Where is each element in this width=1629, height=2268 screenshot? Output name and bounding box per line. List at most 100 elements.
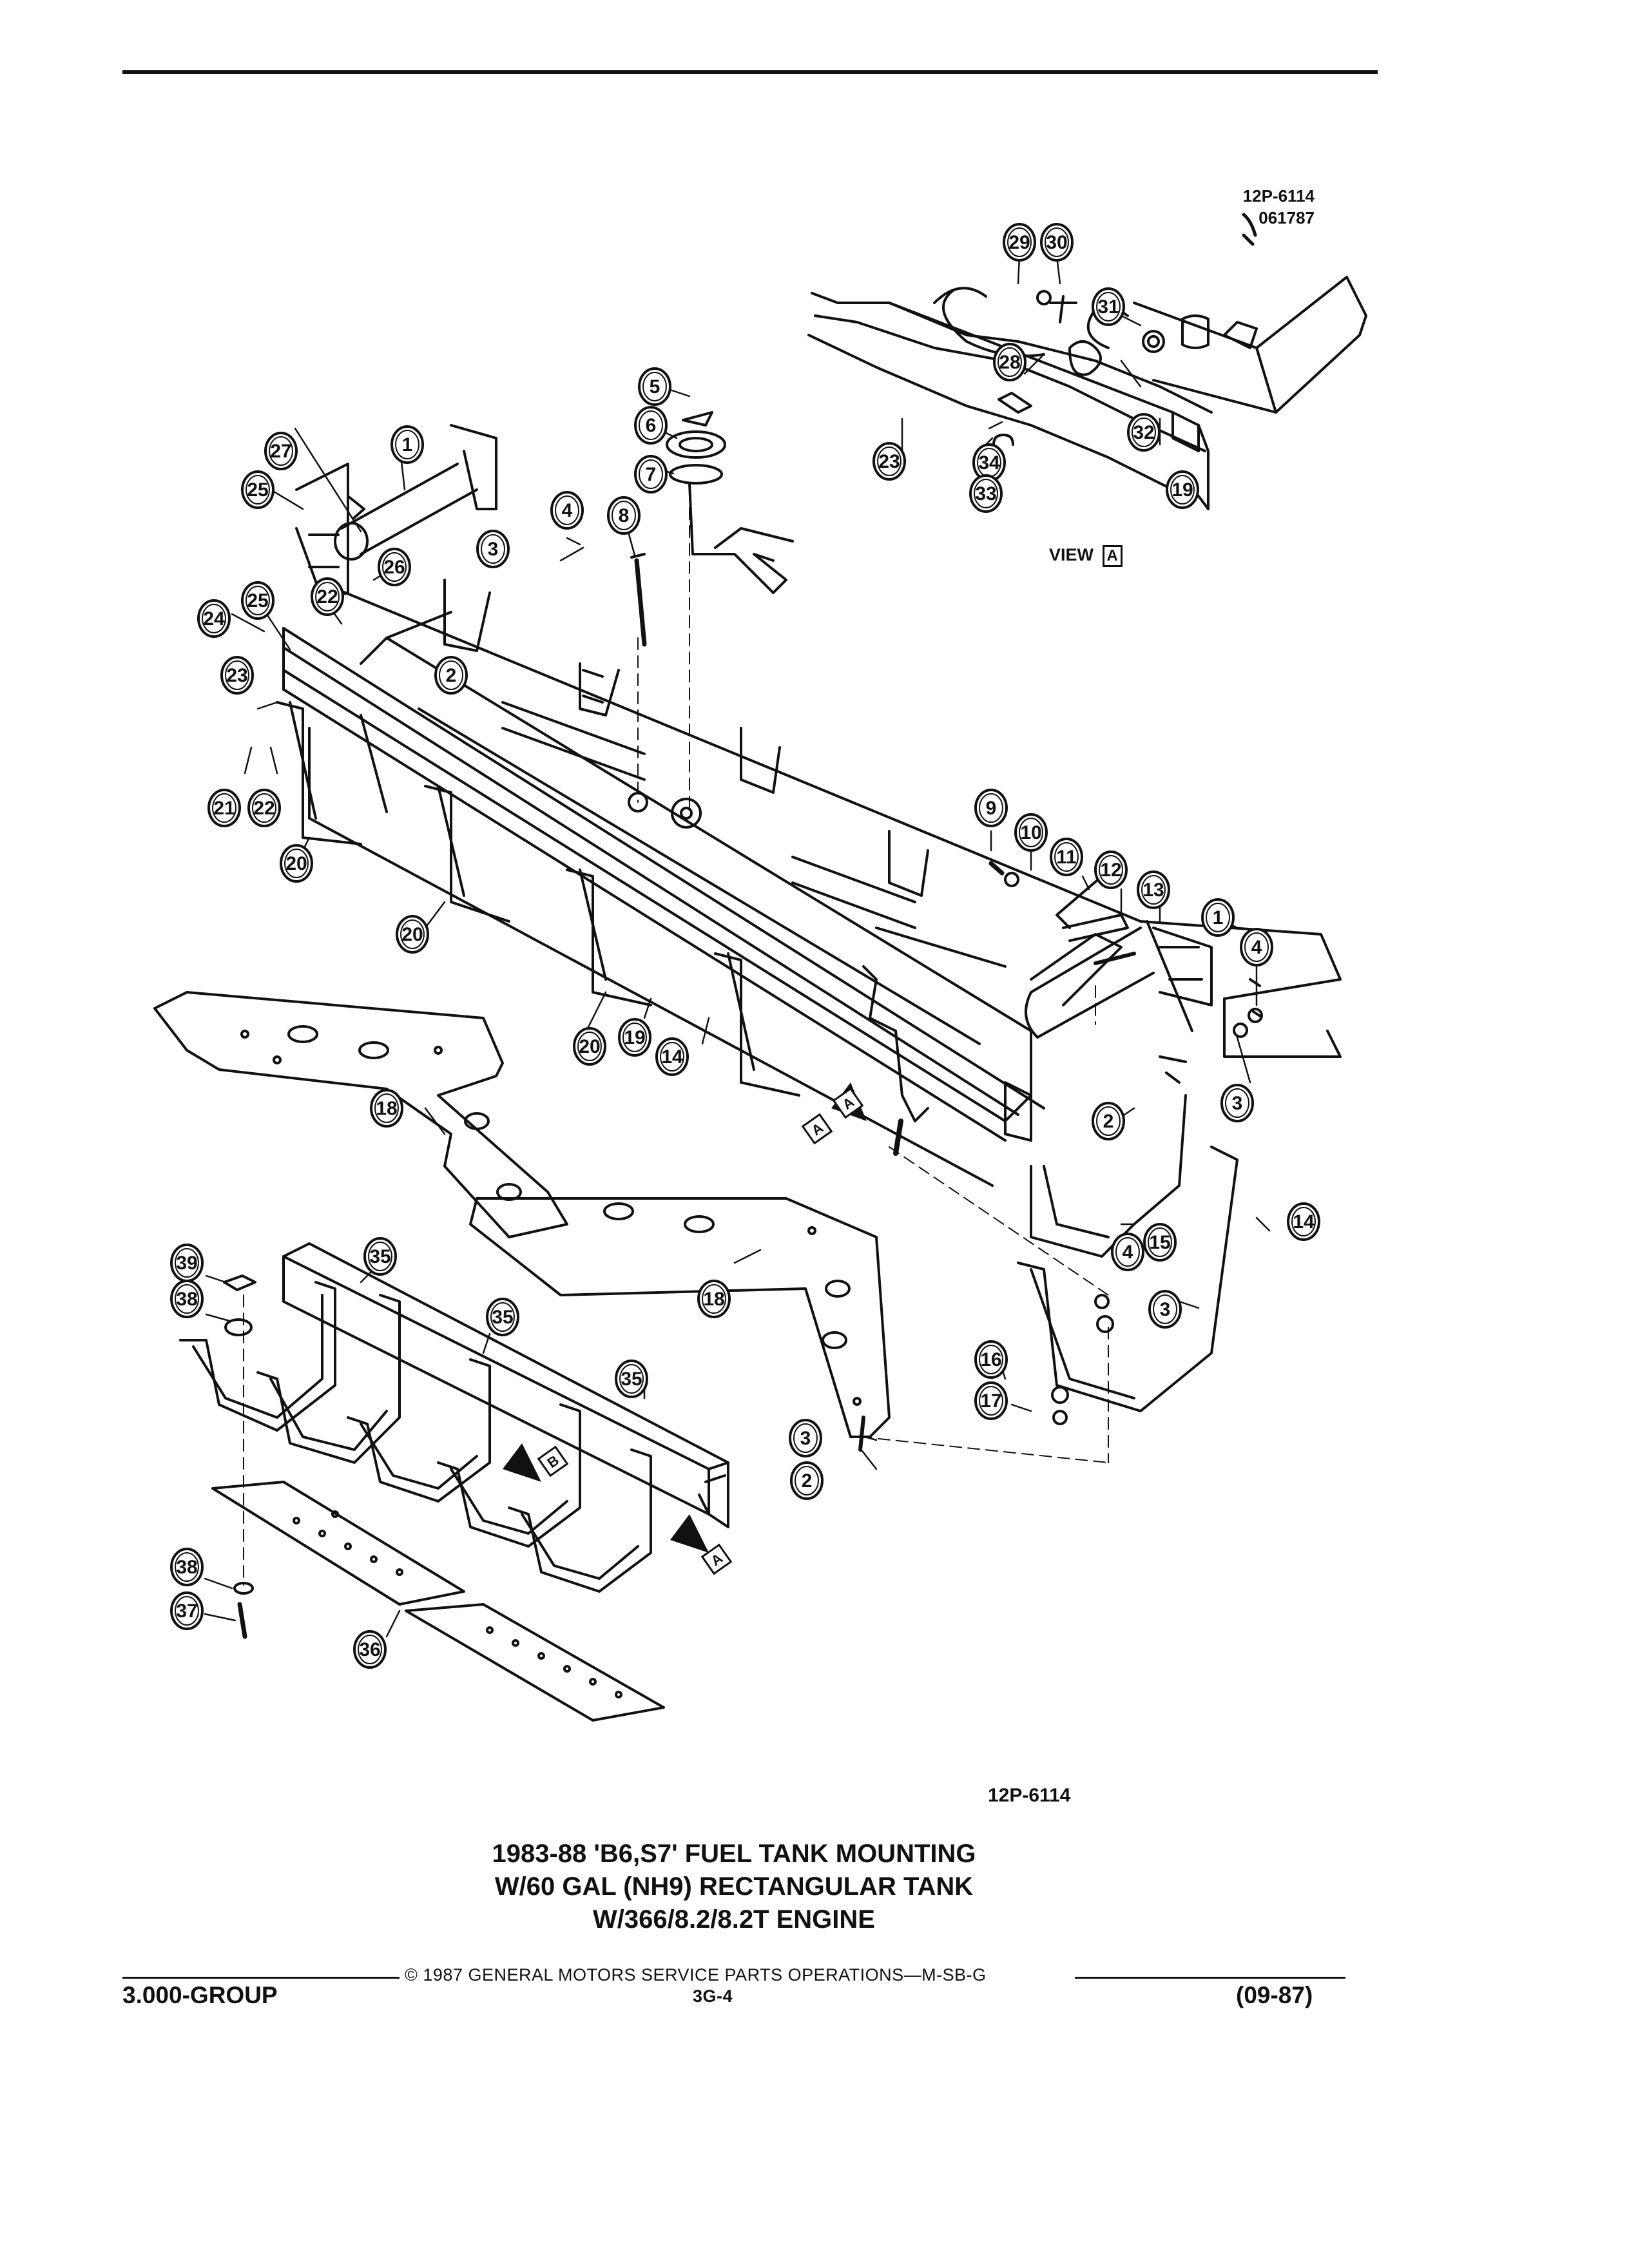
callout-11: 11 bbox=[1050, 838, 1083, 876]
callout-number: 2 bbox=[802, 1470, 813, 1492]
drawing-reference-date: 061787 bbox=[1258, 207, 1315, 227]
skid-plate-lower bbox=[469, 1197, 891, 1452]
callout-number: 24 bbox=[203, 608, 225, 629]
callout-number: 22 bbox=[253, 798, 275, 819]
callout-number: 35 bbox=[369, 1246, 390, 1267]
callout-35: 35 bbox=[363, 1237, 397, 1276]
callout-number: 3 bbox=[1160, 1299, 1171, 1320]
callout-20: 20 bbox=[396, 915, 429, 954]
view-marker-a: A bbox=[801, 1113, 833, 1145]
callout-number: 35 bbox=[492, 1307, 513, 1328]
callout-4: 4 bbox=[550, 491, 584, 530]
skid-plate-upper bbox=[153, 991, 568, 1238]
callout-2: 2 bbox=[434, 656, 468, 695]
callout-34: 34 bbox=[972, 443, 1006, 482]
callout-6: 6 bbox=[634, 406, 668, 445]
callout-14: 14 bbox=[1287, 1202, 1320, 1241]
callout-number: 23 bbox=[878, 451, 900, 472]
callout-25: 25 bbox=[241, 581, 275, 620]
callout-10: 10 bbox=[1014, 813, 1048, 852]
callout-number: 3 bbox=[800, 1428, 811, 1449]
callout-number: 23 bbox=[226, 665, 247, 686]
callout-number: 15 bbox=[1149, 1232, 1170, 1253]
callout-number: 27 bbox=[270, 441, 291, 462]
top-rule bbox=[122, 70, 1378, 74]
callout-number: 26 bbox=[383, 557, 405, 578]
footer-copyright: © 1987 GENERAL MOTORS SERVICE PARTS OPER… bbox=[405, 1965, 987, 1984]
callout-12: 12 bbox=[1094, 850, 1128, 889]
callout-3: 3 bbox=[1220, 1084, 1254, 1122]
callout-3: 3 bbox=[476, 530, 510, 568]
callout-4: 4 bbox=[1240, 928, 1273, 966]
callout-number: 18 bbox=[376, 1098, 397, 1119]
callout-number: 33 bbox=[975, 483, 996, 505]
callout-39: 39 bbox=[170, 1244, 204, 1282]
callout-18: 18 bbox=[697, 1280, 731, 1318]
callout-number: 3 bbox=[488, 539, 499, 560]
callout-number: 5 bbox=[650, 376, 660, 398]
callout-32: 32 bbox=[1127, 413, 1161, 452]
callout-number: 10 bbox=[1020, 822, 1041, 843]
callout-number: 19 bbox=[1171, 479, 1193, 501]
callout-21: 21 bbox=[207, 789, 241, 827]
callout-number: 8 bbox=[619, 505, 630, 526]
callout-20: 20 bbox=[280, 844, 313, 883]
callout-20: 20 bbox=[573, 1027, 606, 1066]
callout-number: 29 bbox=[1008, 232, 1030, 253]
footer-page-number: 3G-4 bbox=[693, 1986, 733, 2006]
figure-caption: 1983-88 'B6,S7' FUEL TANK MOUNTING W/60 … bbox=[363, 1838, 1104, 1937]
callout-number: 36 bbox=[359, 1639, 380, 1660]
callout-number: 20 bbox=[579, 1036, 600, 1057]
callout-1: 1 bbox=[1201, 898, 1235, 937]
callout-3: 3 bbox=[789, 1419, 822, 1457]
tank-straps bbox=[276, 701, 1239, 1412]
view-marker-a: A bbox=[832, 1087, 864, 1119]
fuel-sender-assembly bbox=[630, 411, 794, 647]
callout-number: 16 bbox=[980, 1349, 1001, 1370]
callout-number: 2 bbox=[1103, 1111, 1114, 1132]
callout-number: 34 bbox=[978, 452, 1000, 474]
figure-reference: 12P-6114 bbox=[988, 1785, 1071, 1806]
footer-group: 3.000-GROUP bbox=[122, 1982, 278, 2008]
caption-line-2: W/60 GAL (NH9) RECTANGULAR TANK bbox=[494, 1872, 974, 1901]
strap-fasteners bbox=[862, 861, 1263, 1425]
view-b-plates bbox=[211, 1481, 665, 1722]
callout-number: 35 bbox=[621, 1369, 642, 1390]
assembly-centerlines bbox=[243, 489, 1109, 1586]
view-b-lower-frame bbox=[282, 1242, 729, 1528]
callout-30: 30 bbox=[1040, 223, 1074, 262]
callout-number: 1 bbox=[1213, 907, 1224, 928]
callout-19: 19 bbox=[618, 1018, 651, 1057]
callout-number: 39 bbox=[176, 1253, 197, 1274]
callout-23: 23 bbox=[872, 442, 906, 481]
callout-number: 1 bbox=[402, 434, 413, 456]
drawing-reference-code: 12P-6114 bbox=[1242, 186, 1315, 206]
view-b-straps bbox=[179, 1274, 652, 1593]
filler-tube-left bbox=[295, 424, 497, 601]
callout-number: 21 bbox=[213, 798, 235, 819]
callout-4: 4 bbox=[1111, 1233, 1144, 1271]
caption-line-1: 1983-88 'B6,S7' FUEL TANK MOUNTING bbox=[492, 1840, 976, 1868]
callout-9: 9 bbox=[974, 789, 1008, 827]
callout-31: 31 bbox=[1092, 287, 1125, 326]
callout-25: 25 bbox=[241, 470, 275, 509]
callout-number: 18 bbox=[703, 1289, 724, 1310]
callout-2: 2 bbox=[1092, 1102, 1125, 1140]
callout-number: 12 bbox=[1100, 860, 1121, 881]
callout-number: 19 bbox=[624, 1027, 645, 1048]
callout-number: 22 bbox=[316, 586, 338, 608]
callout-number: 9 bbox=[986, 798, 997, 819]
view-label: VIEW A bbox=[1049, 545, 1123, 567]
callout-35: 35 bbox=[486, 1298, 519, 1336]
drawing-reference-block: 12P-6114 061787 bbox=[1179, 186, 1315, 229]
callout-24: 24 bbox=[197, 599, 231, 638]
callout-19: 19 bbox=[1166, 470, 1199, 509]
footer-date: (09-87) bbox=[1236, 1982, 1313, 2008]
callout-13: 13 bbox=[1137, 870, 1170, 909]
footer-rule-left bbox=[122, 1977, 400, 1979]
callout-38: 38 bbox=[170, 1548, 204, 1586]
callout-37: 37 bbox=[170, 1591, 204, 1630]
callout-14: 14 bbox=[655, 1037, 689, 1076]
callout-5: 5 bbox=[638, 367, 671, 406]
callout-7: 7 bbox=[634, 455, 668, 494]
